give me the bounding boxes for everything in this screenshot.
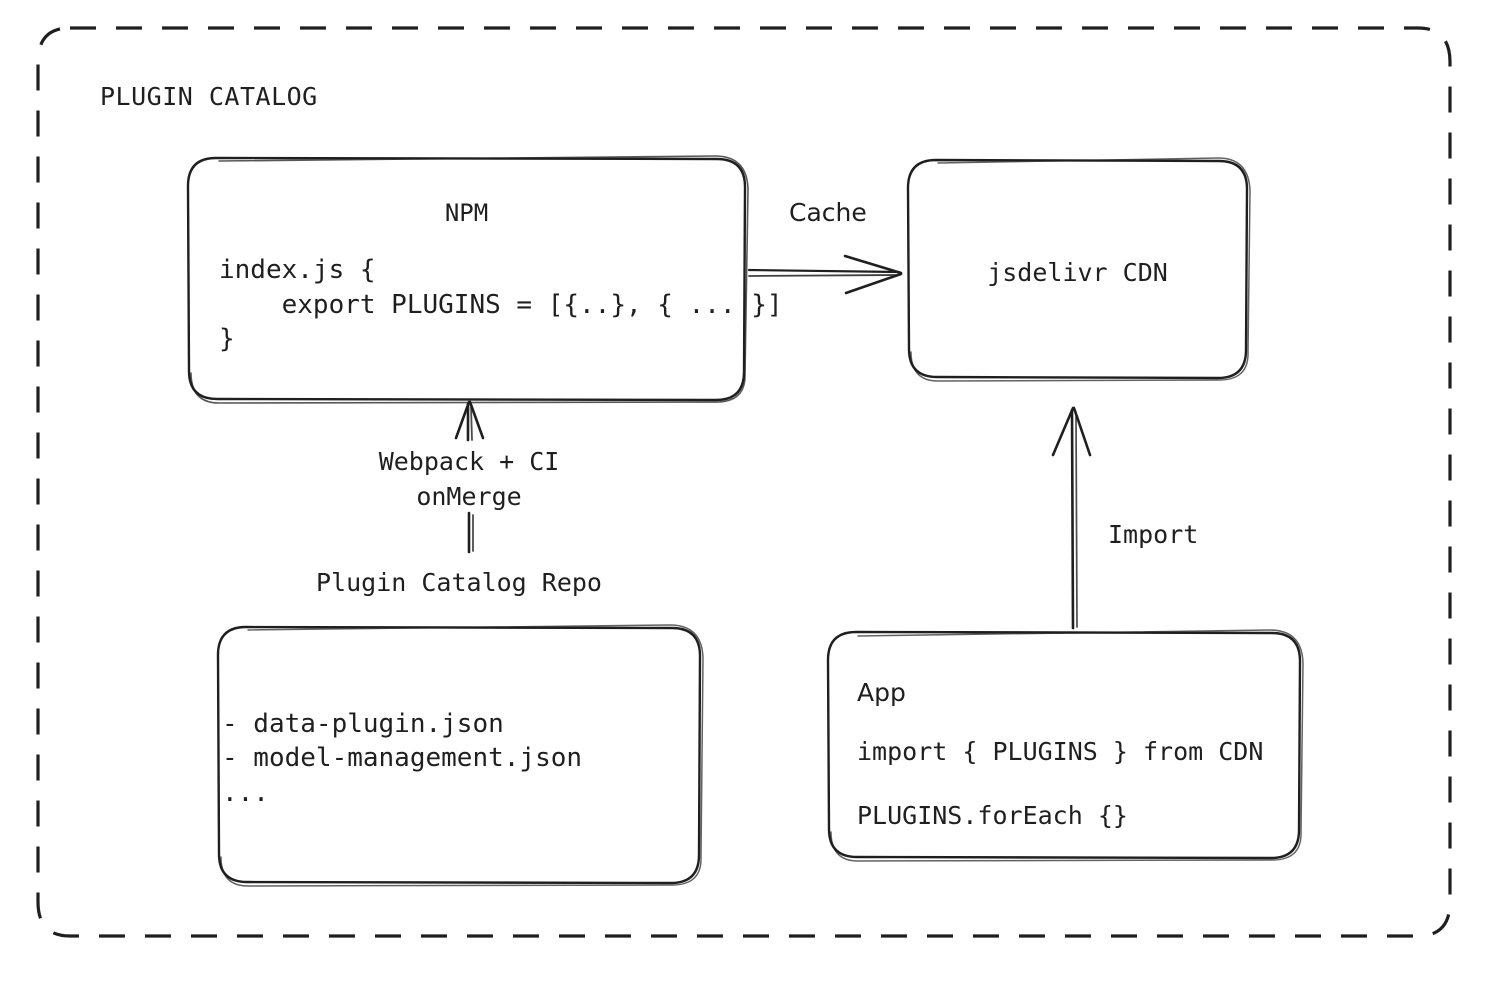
app-box-title: App [857, 678, 906, 707]
repo-box-items: - data-plugin.json - model-management.js… [222, 709, 583, 808]
app-box-code-line-1: import { PLUGINS } from CDN [857, 737, 1264, 766]
cdn-box-title: jsdelivr CDN [987, 258, 1168, 287]
import-arrow-label: Import [1108, 520, 1199, 549]
repo-box-label: Plugin Catalog Repo [316, 568, 602, 597]
build-arrow-label: Webpack + CI onMerge [378, 447, 560, 511]
group-title: PLUGIN CATALOG [100, 82, 318, 111]
npm-box-code: index.js { export PLUGINS = [{..}, { ...… [219, 255, 783, 355]
npm-box-title: NPM [444, 199, 489, 227]
import-arrow [1051, 406, 1092, 630]
cache-arrow-label: Cache [789, 198, 867, 227]
app-box-code-line-2: PLUGINS.forEach {} [857, 801, 1128, 830]
